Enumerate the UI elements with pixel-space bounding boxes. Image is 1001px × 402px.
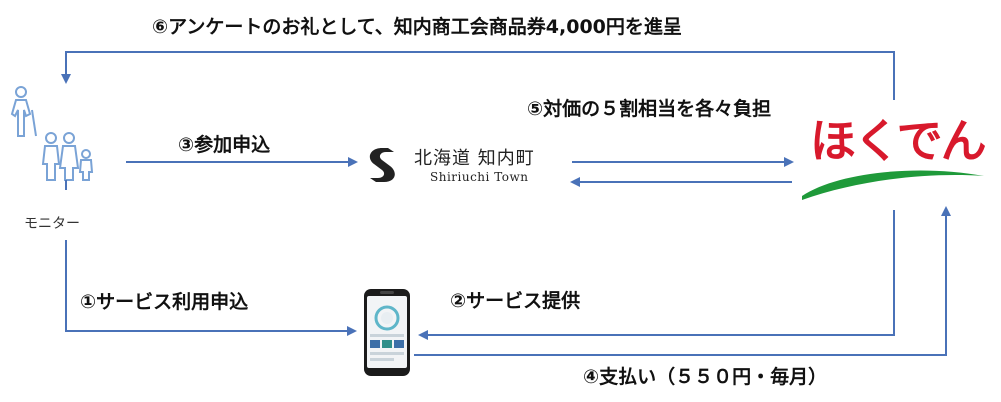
step6-label: ⑥アンケートのお礼として、知内商工会商品券4,000円を進呈 [152,16,682,38]
step5-label: ⑤対価の５割相当を各々負担 [527,98,772,120]
town-logo: 北海道 知内町 Shiriuchi Town [362,140,592,190]
step3-label: ③参加申込 [178,134,271,156]
town-name-jp: 北海道 知内町 [414,148,535,169]
step1-label: ①サービス利用申込 [80,291,249,313]
hokuden-swoosh-icon [802,170,984,200]
arrow-step6 [61,51,895,100]
town-name-en: Shiriuchi Town [430,170,529,184]
hokuden-logo: ほくでん [798,112,988,204]
people-icon [10,86,94,190]
smartphone-icon [364,289,410,376]
town-emblem-icon [369,148,395,182]
arrow-step4 [414,206,951,356]
step4-label: ④支払い（５５０円・毎月） [583,366,828,388]
arrow-step1 [65,240,357,336]
step2-label: ②サービス提供 [450,290,581,312]
arrow-step2 [418,210,895,340]
hokuden-logo-text: ほくでん [810,114,987,168]
monitor-label: モニター [24,216,80,232]
